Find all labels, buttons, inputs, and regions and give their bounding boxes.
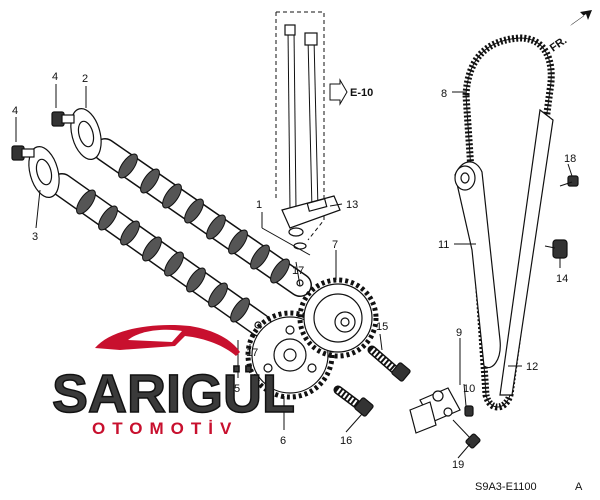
diagram-code: S9A3-E1100 A (475, 481, 583, 493)
oil-pipe-assembly (275, 11, 341, 250)
callout-10: 10 (463, 383, 475, 395)
seal-cap-upper (70, 108, 102, 160)
front-direction-indicator: FR. (548, 10, 592, 54)
callout-3: 3 (32, 231, 38, 243)
callout-1: 1 (256, 199, 262, 211)
logo-wordmark: SARIGÜL (52, 364, 295, 424)
callout-12: 12 (526, 361, 538, 373)
callout-8: 8 (441, 88, 447, 100)
bolt-19 (452, 419, 481, 449)
diagram-code-label: S9A3-E1100 (475, 481, 537, 493)
front-arrow-icon (570, 10, 592, 26)
bolt-14 (544, 239, 568, 259)
bolt-lower (11, 145, 35, 161)
leader-lines (15, 84, 573, 459)
bolt-18 (559, 175, 579, 187)
front-label: FR. (548, 34, 569, 54)
bolt-16 (333, 385, 374, 417)
callout-16: 16 (340, 435, 352, 447)
intake-camshaft (93, 138, 312, 297)
callout-17: 17 (246, 347, 258, 359)
callout-11: 11 (438, 239, 449, 251)
reference-arrow: E-10 (329, 78, 373, 106)
callout-15: 15 (376, 321, 388, 333)
callout-7: 7 (332, 239, 338, 251)
callout-14: 14 (556, 273, 568, 285)
tensioner-arm (454, 161, 501, 369)
callout-6: 6 (280, 435, 286, 447)
intake-sprocket-vtc (297, 277, 379, 359)
callout-2: 2 (82, 73, 88, 85)
callouts: 1 2 3 4 4 5 6 7 8 9 10 11 12 13 14 15 16… (12, 71, 576, 471)
chain-tensioner (409, 387, 461, 434)
callout-5: 5 (234, 383, 240, 395)
callout-13: 13 (346, 199, 358, 211)
callout-9: 9 (456, 327, 462, 339)
callout-17: 17 (292, 265, 304, 277)
bolt-upper (51, 111, 75, 127)
diagram-code-suffix: A (575, 481, 583, 493)
chain-guide (499, 108, 554, 396)
callout-18: 18 (564, 153, 576, 165)
timing-chain (462, 34, 555, 411)
callout-4: 4 (12, 105, 18, 117)
bolt-10 (464, 405, 474, 417)
reference-label: E-10 (350, 87, 373, 99)
bolt-15 (367, 345, 411, 382)
exhaust-camshaft (50, 173, 272, 337)
callout-19: 19 (452, 459, 464, 471)
seal-cap-lower (28, 146, 60, 198)
sarigul-logo: SARIGÜL OTOMOTİV (51, 324, 296, 438)
callout-4: 4 (52, 71, 58, 83)
logo-subtitle: OTOMOTİV (92, 419, 238, 438)
